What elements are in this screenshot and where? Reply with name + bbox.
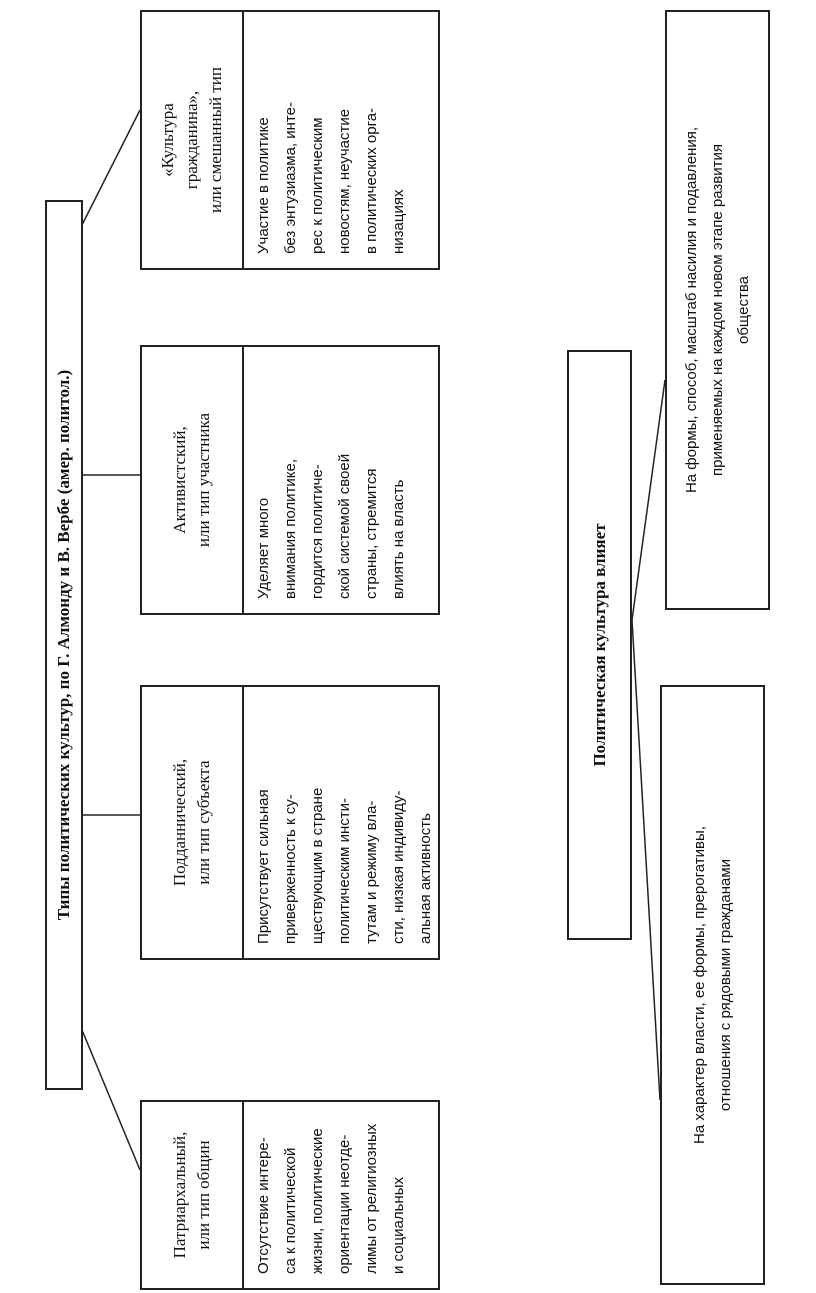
type-header: Активистский, или тип участника <box>142 347 244 613</box>
connector-line <box>631 379 666 621</box>
influence-item-power: На характер власти, ее формы, прерогатив… <box>660 685 765 1285</box>
type-box-activist: Активистский, или тип участника Уделяет … <box>140 345 440 615</box>
type-box-subject: Подданнический, или тип субъекта Присутс… <box>140 685 440 960</box>
type-box-civic: «Культура гражданина», или смешанный тип… <box>140 10 440 270</box>
type-description: Уделяет много внимания политике, гордитс… <box>255 453 407 599</box>
type-box-patriarchal: Патриархальный, или тип общин Отсутствие… <box>140 1100 440 1290</box>
type-description: Отсутствие интере- са к политической жиз… <box>255 1123 407 1274</box>
influence-item-text: На формы, способ, масштаб насилия и пода… <box>682 126 752 494</box>
types-title: Типы политических культур, по Г. Алмонду… <box>54 369 73 921</box>
type-header: «Культура гражданина», или смешанный тип <box>142 12 244 268</box>
type-description: Участие в политике без энтузиазма, инте-… <box>255 102 407 254</box>
influence-item-violence: На формы, способ, масштаб насилия и пода… <box>665 10 770 610</box>
type-header: Патриархальный, или тип общин <box>142 1102 244 1288</box>
influence-title-box: Политическая культура влияет <box>567 350 632 940</box>
type-header: Подданнический, или тип субъекта <box>142 687 244 958</box>
type-description: Присутствует сильная приверженность к су… <box>255 787 434 944</box>
influence-item-text: На характер власти, ее формы, прерогатив… <box>690 826 734 1144</box>
connector-line <box>81 1029 141 1171</box>
connector-line <box>631 619 661 1101</box>
connector-line <box>81 109 141 226</box>
influence-title: Политическая культура влияет <box>589 523 609 767</box>
types-title-box: Типы политических культур, по Г. Алмонду… <box>45 200 83 1090</box>
